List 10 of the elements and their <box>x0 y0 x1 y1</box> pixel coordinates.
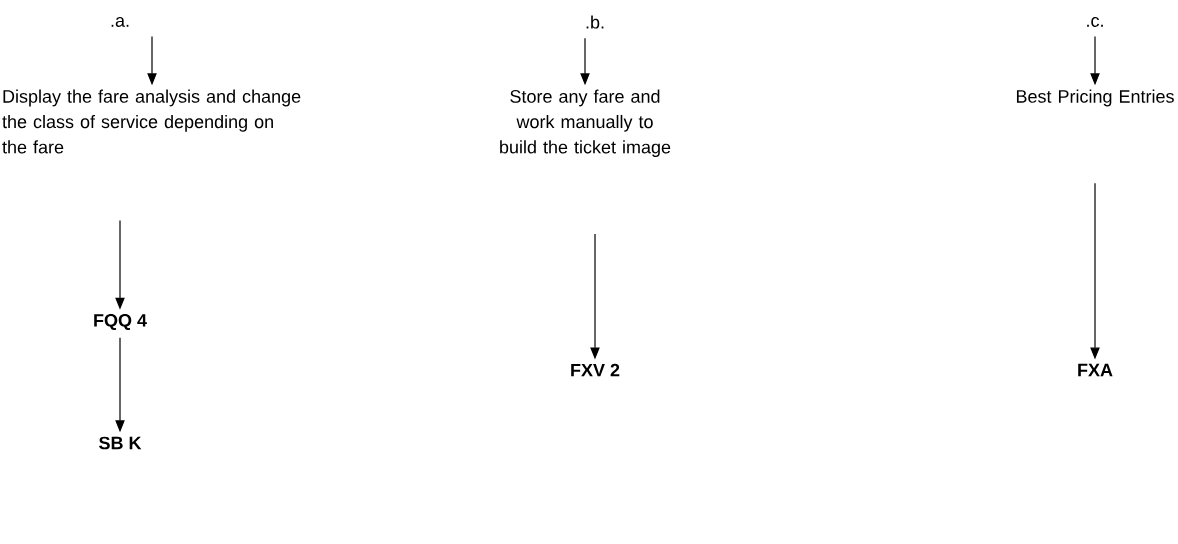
command-text: FXA <box>1078 363 1113 377</box>
step-label: .c. <box>1087 17 1103 27</box>
command-text: SB K <box>99 436 142 450</box>
command-text: FQQ 4 <box>94 313 147 331</box>
description-text: Store any fare and work manually to build the ticket image <box>500 89 671 158</box>
description-text: Display the fare analysis and change the class of service depending on the fare <box>2 89 301 154</box>
command-text: FXV 2 <box>571 363 620 377</box>
step-label: .b. <box>586 15 604 29</box>
description-text: Best Pricing Entries <box>1016 89 1174 107</box>
step-label: .a. <box>111 17 129 27</box>
